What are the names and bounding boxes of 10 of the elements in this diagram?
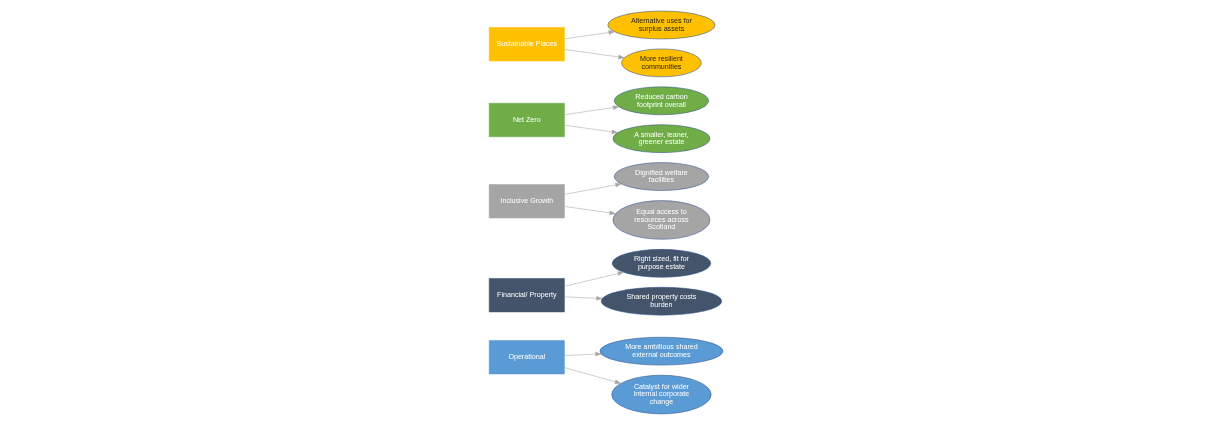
arrow bbox=[564, 296, 603, 301]
arrow bbox=[564, 351, 602, 357]
arrow bbox=[564, 105, 619, 115]
arrow bbox=[564, 124, 618, 135]
arrow bbox=[564, 206, 616, 215]
arrow bbox=[564, 30, 615, 40]
arrow bbox=[564, 49, 625, 60]
arrow bbox=[564, 367, 621, 384]
arrow bbox=[564, 271, 624, 287]
arrow bbox=[564, 182, 622, 195]
